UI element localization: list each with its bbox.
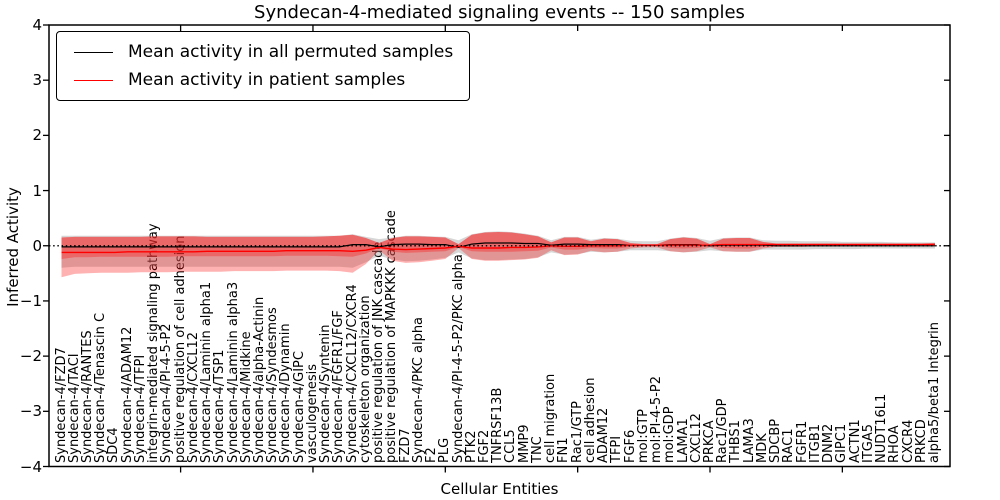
x-tick-label: FZD7	[397, 428, 413, 463]
legend-label-patient: Mean activity in patient samples	[128, 70, 406, 90]
legend-label-permuted: Mean activity in all permuted samples	[128, 42, 454, 62]
x-tick-label: PTK2	[463, 430, 479, 463]
x-axis-label: Cellular Entities	[440, 480, 559, 498]
permuted-spread-band	[61, 231, 935, 268]
x-tick-label: mol:GDP	[662, 406, 678, 463]
y-tick-label: −1	[19, 291, 42, 310]
x-tick-label: Syndecan-4/FZD7	[53, 347, 69, 463]
x-tick-label: FN1	[556, 437, 572, 463]
y-tick-label: 2	[32, 126, 42, 145]
x-tick-label: Syndecan-4/TFPI	[132, 354, 148, 463]
x-tick-label: SDC4	[106, 427, 122, 463]
x-tick-label: Syndecan-4/PKC alpha	[410, 316, 426, 463]
x-tick-label: Syndecan-4/GIPC	[291, 351, 307, 463]
x-tick-label: PLG	[437, 437, 453, 463]
x-tick-label: vasculogenesis	[304, 363, 320, 463]
x-tick-label: MDK	[754, 433, 770, 463]
patient-spread-band-outer	[61, 232, 935, 278]
x-tick-label: TNC	[529, 436, 545, 463]
x-tick-label: Syndecan-4/Dynamin	[278, 323, 294, 463]
x-tick-label: RAC1	[781, 428, 797, 463]
x-tick-label: cell adhesion	[582, 377, 598, 463]
x-tick-label: Syndecan-4/CXCL12	[185, 331, 201, 463]
legend-line-permuted-icon	[74, 51, 113, 53]
x-tick-label: alpha5/beta1 Integrin	[927, 321, 942, 463]
y-tick-label: −4	[19, 457, 42, 476]
y-tick-label: 4	[32, 16, 42, 34]
x-tick-label: Syndecan-4/PI-4-5-P2/PKC alpha	[450, 254, 466, 463]
x-tick-label: mol:GTP	[635, 409, 651, 463]
x-tick-label: TFPI	[609, 435, 625, 463]
x-tick-label: FGF6	[622, 429, 638, 463]
y-tick-label: −2	[19, 347, 42, 366]
x-tick-label: Syndecan-4/ADAM12	[119, 326, 135, 463]
x-tick-label: LAMA3	[741, 418, 757, 463]
legend-item-permuted: Mean activity in all permuted samples	[74, 38, 453, 66]
x-tick-label: GIPC1	[834, 423, 850, 463]
x-tick-label: MMP9	[516, 424, 532, 463]
y-tick-label: 3	[32, 71, 42, 90]
x-tick-label: CXCR4	[900, 419, 916, 463]
x-tick-label: Syndecan-4/Laminin alpha3	[225, 281, 241, 463]
permuted-mean-line	[61, 242, 935, 249]
x-tick-label: THBS1	[728, 420, 744, 463]
patient-spread-band-inner	[61, 232, 935, 259]
y-tick-label: −3	[19, 402, 42, 421]
legend-line-patient-icon	[74, 79, 113, 81]
x-tick-label: LAMA1	[675, 418, 691, 463]
patient-mean-line	[61, 243, 935, 254]
x-tick-label: Syndecan-4/CXCL12/CXCR4	[344, 284, 360, 463]
x-tick-label: Rac1/GTP	[569, 401, 585, 463]
y-tick-label: 1	[32, 181, 42, 200]
x-tick-label: ITGA5	[860, 423, 876, 463]
x-tick-label: ACTN1	[847, 419, 863, 463]
x-tick-label: Syndecan-4/TACI	[66, 353, 82, 463]
x-tick-label: ITGB1	[807, 423, 823, 463]
x-tick-label: CCL5	[503, 429, 519, 463]
legend-item-patient: Mean activity in patient samples	[74, 66, 453, 94]
x-tick-label: Syndecan-4/FGFR1/FGF	[331, 310, 347, 463]
x-tick-label: cytoskeleton organization	[357, 295, 373, 463]
legend: Mean activity in all permuted samples Me…	[56, 31, 471, 101]
x-tick-label: positive regulation of cell adhesion	[172, 235, 188, 463]
y-tick-label: 0	[32, 236, 42, 255]
x-tick-label: Syndecan-4/TSP1	[212, 349, 228, 463]
x-tick-label: Syndecan-4/PI-4-5-P2	[159, 323, 175, 463]
x-tick-label: positive regulation of MAPKKK cascade	[384, 210, 400, 463]
x-tick-label: RHOA	[887, 425, 903, 463]
x-tick-label: PRKCD	[913, 419, 929, 463]
chart-title: Syndecan-4-mediated signaling events -- …	[254, 2, 745, 23]
x-tick-label: Syndecan-4/Midkine	[238, 331, 254, 463]
x-tick-label: CXCL12	[688, 413, 704, 463]
x-tick-label: FGFR1	[794, 420, 810, 463]
